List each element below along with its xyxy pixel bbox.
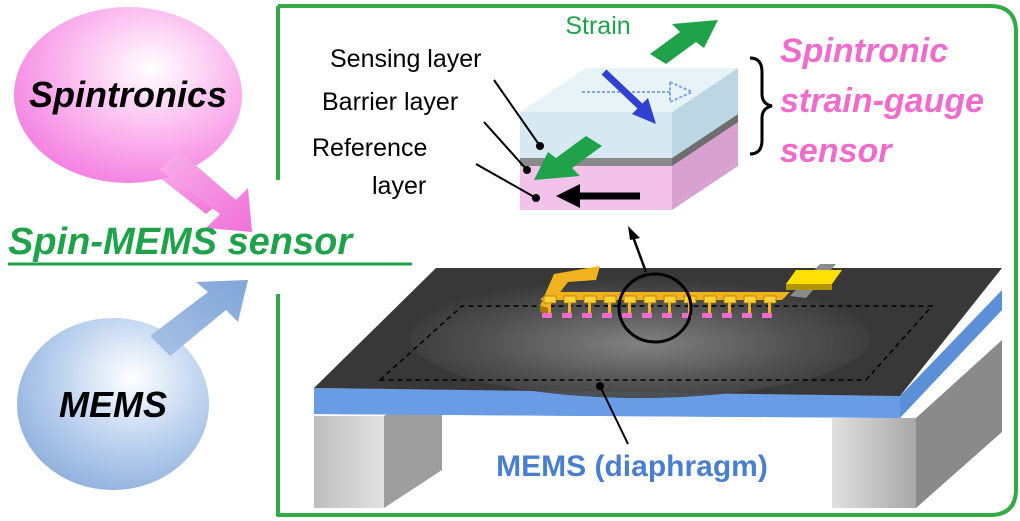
gauge-pad: [623, 295, 637, 304]
gauge-pad: [543, 295, 557, 304]
gauge-element: [722, 313, 732, 318]
reference-layer-label-2: layer: [372, 172, 426, 200]
gauge-leg: [568, 303, 571, 315]
gauge-element: [602, 313, 612, 318]
gauge-element: [742, 313, 752, 318]
gauge-element: [562, 313, 572, 318]
brace: [749, 56, 773, 156]
gauge-leg: [768, 303, 771, 315]
gauge-element: [622, 313, 632, 318]
gauge-element: [702, 313, 712, 318]
sensor-stack: [520, 20, 738, 210]
magnifier-pointer: [630, 233, 648, 273]
gauge-label-2: strain-gauge: [780, 82, 984, 120]
strain-arrow-bottom: [534, 136, 602, 180]
blue-up-arrow: [150, 280, 248, 356]
magnifier-circle: [617, 272, 693, 344]
gauge-leg: [548, 303, 551, 315]
gauge-pad: [763, 295, 777, 304]
spin-mems-sensor-title: Spin-MEMS sensor: [8, 221, 354, 263]
strain-label: Strain: [565, 12, 630, 40]
gauge-pad: [663, 295, 677, 304]
gauge-leg: [628, 303, 631, 315]
gauge-leg: [588, 303, 591, 315]
mems-chip: [314, 264, 1002, 508]
gauge-pad: [703, 295, 717, 304]
diaphragm-pointer: [599, 385, 629, 445]
gauge-element: [762, 313, 772, 318]
reference-leader: [475, 163, 537, 199]
gauge-pad: [723, 295, 737, 304]
gauge-element: [662, 313, 672, 318]
gauge-pad: [643, 295, 657, 304]
gauge-pad: [563, 295, 577, 304]
sensing-leader: [493, 79, 541, 147]
barrier-leader: [483, 121, 528, 171]
gauge-pad: [743, 295, 757, 304]
gauge-pad: [583, 295, 597, 304]
gauge-leg: [748, 303, 751, 315]
gauge-leg: [608, 303, 611, 315]
gauge-leg: [648, 303, 651, 315]
mems-label: MEMS: [59, 384, 167, 425]
gauge-element: [642, 313, 652, 318]
spintronics-bubble: Spintronics: [14, 7, 252, 232]
gauge-label-3: sensor: [780, 132, 893, 170]
gauge-element: [582, 313, 592, 318]
gauge-element: [682, 313, 692, 318]
gauge-leg: [708, 303, 711, 315]
gauge-leg: [668, 303, 671, 315]
diaphragm-label: MEMS (diaphragm): [496, 450, 768, 483]
gauge-element: [542, 313, 552, 318]
pink-down-arrow: [160, 150, 252, 232]
reference-layer-label-1: Reference: [312, 134, 427, 162]
mems-bubble: MEMS: [17, 280, 248, 490]
gauge-leg: [728, 303, 731, 315]
gauge-label-1: Spintronic: [780, 32, 948, 70]
barrier-layer-label: Barrier layer: [322, 88, 458, 116]
sensor-frame: [276, 4, 1018, 517]
spintronics-label: Spintronics: [29, 74, 227, 115]
sensing-layer-label: Sensing layer: [330, 45, 481, 73]
contact-pad: [786, 270, 842, 284]
gauge-pad: [603, 295, 617, 304]
strain-gauge-array: [540, 292, 790, 318]
strain-arrow-top: [650, 20, 718, 64]
